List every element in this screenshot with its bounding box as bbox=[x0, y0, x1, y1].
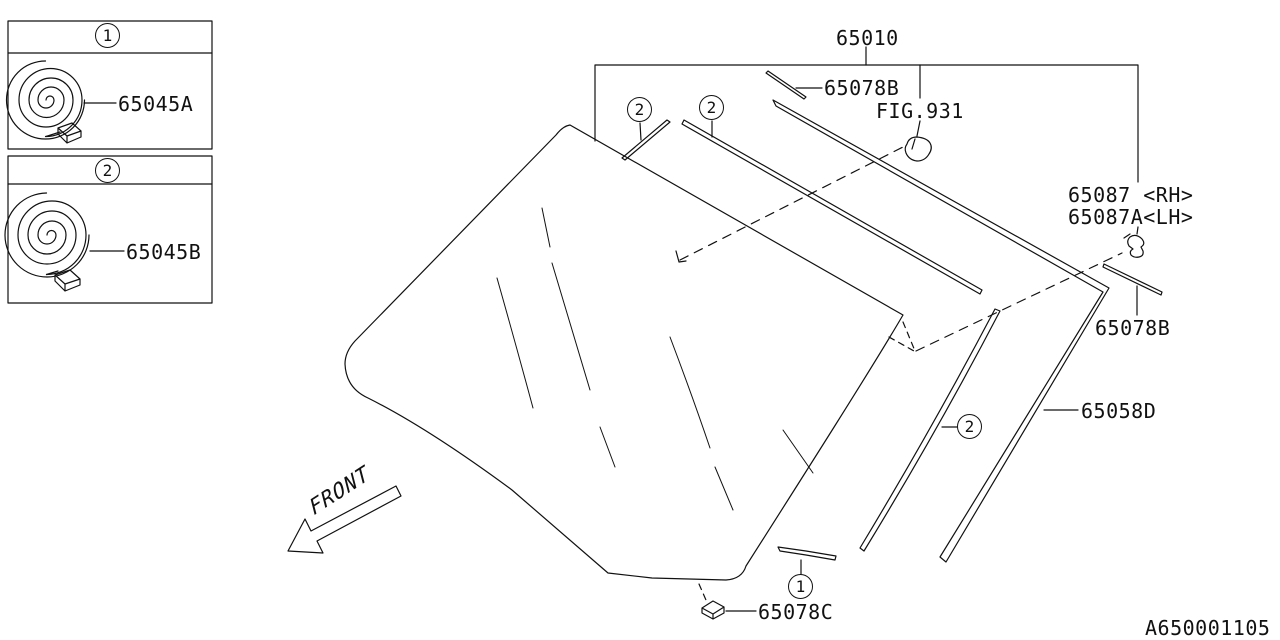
callout-marker-2a: 2 bbox=[627, 97, 652, 122]
clip-65078C bbox=[701, 600, 725, 620]
drawing-number: A650001105 bbox=[1145, 616, 1271, 640]
part-label-65010: 65010 bbox=[836, 26, 899, 50]
part-label-65058D: 65058D bbox=[1081, 399, 1157, 423]
dam-strip-side bbox=[859, 308, 1001, 552]
hidden-edge-dashes bbox=[679, 146, 1123, 352]
clip-fig931 bbox=[904, 136, 932, 162]
part-label-65087A-lh: 65087A<LH> bbox=[1068, 205, 1194, 229]
legend-box-1 bbox=[5, 20, 213, 150]
leader-lines bbox=[639, 87, 1138, 612]
part-label-65045A: 65045A bbox=[118, 92, 194, 116]
dam-rubber-roll-65045A bbox=[18, 67, 83, 138]
part-label-65087-rh: 65087 <RH> bbox=[1068, 183, 1194, 207]
dam-rubber-roll-65045B bbox=[17, 200, 87, 276]
windshield-glass bbox=[344, 124, 904, 581]
corner-dashes bbox=[698, 321, 916, 601]
clip-65087 bbox=[1123, 233, 1145, 258]
callout-marker-2c: 2 bbox=[957, 414, 982, 439]
dash-end-hook bbox=[675, 250, 687, 263]
part-label-65078C: 65078C bbox=[758, 600, 834, 624]
callout-marker-1: 1 bbox=[788, 574, 813, 599]
part-label-65078B-right: 65078B bbox=[1095, 316, 1171, 340]
part-label-65045B: 65045B bbox=[126, 240, 202, 264]
strip-bottom bbox=[777, 546, 837, 561]
glass-reflection-lines bbox=[496, 207, 814, 511]
strip-65078B-top bbox=[765, 70, 807, 100]
callout-marker-2b: 2 bbox=[699, 95, 724, 120]
bracket-65010 bbox=[594, 46, 1139, 235]
dam-strip-top bbox=[681, 119, 983, 295]
legend-marker-1: 1 bbox=[95, 23, 120, 48]
fig-reference-label: FIG.931 bbox=[876, 99, 964, 123]
front-arrow-icon bbox=[287, 485, 402, 554]
part-label-65078B-top: 65078B bbox=[824, 76, 900, 100]
strip-65078B-right bbox=[1102, 263, 1163, 296]
windshield-molding-65058D bbox=[772, 99, 1110, 563]
legend-box-2 bbox=[4, 155, 213, 304]
legend-marker-2: 2 bbox=[95, 158, 120, 183]
dam-strip-short bbox=[621, 119, 671, 161]
